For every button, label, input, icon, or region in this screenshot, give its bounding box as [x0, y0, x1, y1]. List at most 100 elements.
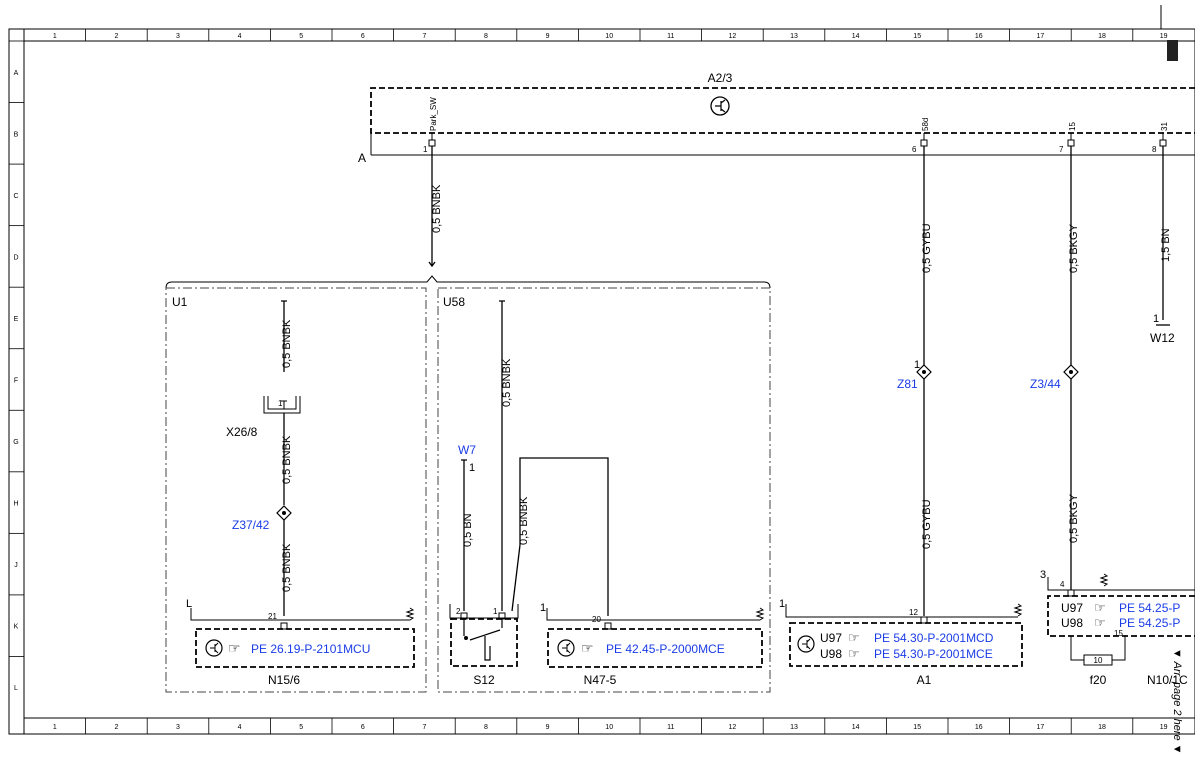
wire-u1-top[interactable] — [281, 300, 287, 372]
grid-columns: 1122334455667788991010111112121313141415… — [23, 29, 1168, 734]
grid-column-label: 3 — [176, 724, 180, 731]
grid-column-label: 13 — [790, 724, 798, 731]
n10-connector — [1047, 577, 1195, 591]
a1-u97-prefix: U97 — [820, 631, 842, 645]
pin-label: 1 — [540, 602, 546, 614]
u1-label[interactable]: U1 — [172, 295, 188, 309]
pin-label: 1 — [493, 607, 498, 616]
break-symbol — [1099, 573, 1109, 587]
grid-column-label: 19 — [1160, 724, 1168, 731]
n10-u98-prefix: U98 — [1061, 616, 1083, 630]
control-unit-icon — [205, 639, 223, 657]
grid-column-label: 4 — [238, 724, 242, 731]
w12-label[interactable]: W12 — [1150, 331, 1175, 345]
grid-row-label: F — [14, 378, 18, 385]
grid-column-label: 9 — [546, 724, 550, 731]
control-unit-icon — [710, 96, 730, 116]
a1-label[interactable]: A1 — [917, 673, 932, 687]
grid-column-label: 15 — [913, 724, 921, 731]
pin-label: 2 — [456, 607, 461, 616]
pin-15[interactable]: 15 7 — [1059, 122, 1077, 154]
page-note: ▼ Arr. page 2 here ▼ — [1171, 648, 1183, 755]
f20-label[interactable]: f20 — [1090, 673, 1107, 687]
pin-58d[interactable]: 58d 6 — [912, 118, 930, 154]
pointing-hand-icon: ☞ — [1094, 600, 1106, 615]
grid-row-label: L — [14, 685, 18, 692]
grid-column-label: 13 — [790, 33, 798, 40]
z37-42-link[interactable]: Z37/42 — [232, 518, 270, 532]
wire-label: 0,5 BNBK — [281, 543, 293, 592]
x26-8-label[interactable]: X26/8 — [226, 425, 258, 439]
wire-label: 0,5 BNBK — [281, 435, 293, 484]
wire-u58-main[interactable] — [499, 300, 505, 611]
x26-8-connector[interactable]: 1 — [263, 396, 301, 414]
n15-6-label[interactable]: N15/6 — [268, 673, 300, 687]
wire-s12-n47[interactable] — [519, 457, 609, 616]
grid-column-label: 15 — [913, 33, 921, 40]
wire-label: 0,5 GYBU — [921, 223, 933, 273]
grid-row-label: C — [13, 193, 18, 200]
pin-label: 21 — [268, 612, 277, 621]
grid-column-label: 19 — [1160, 33, 1168, 40]
wire-label: 0,5 BKGY — [1068, 223, 1080, 273]
connector-a-label: A — [358, 151, 366, 165]
svg-text:15: 15 — [1068, 122, 1077, 131]
wire-s12-diag[interactable] — [511, 544, 521, 612]
grid-column-label: 14 — [852, 33, 860, 40]
a2-3-module-outline — [370, 87, 1195, 134]
a1-u98-link[interactable]: PE 54.30-P-2001MCE — [874, 647, 993, 661]
a1-u97-link[interactable]: PE 54.30-P-2001MCD — [874, 631, 994, 645]
u1-enclosure — [165, 287, 427, 693]
grid-row-label: B — [14, 131, 19, 138]
n47-5-label[interactable]: N47-5 — [584, 673, 617, 687]
switch-icon — [463, 619, 503, 661]
pin-park-sw[interactable]: Park_SW 1 — [423, 97, 438, 154]
u58-label[interactable]: U58 — [443, 295, 465, 309]
grid-row-label: G — [13, 439, 18, 446]
control-unit-icon — [797, 635, 815, 653]
grid-column-label: 18 — [1098, 724, 1106, 731]
pointing-hand-icon: ☞ — [848, 646, 860, 661]
n10-u97-link[interactable]: PE 54.25-P — [1119, 601, 1180, 615]
wire-w7[interactable] — [461, 459, 467, 611]
grid-row-label: J — [14, 562, 18, 569]
grid-column-label: 17 — [1037, 33, 1045, 40]
grid-column-label: 6 — [361, 724, 365, 731]
s12-switch-module[interactable] — [450, 618, 518, 667]
u1-reference-link[interactable]: PE 26.19-P-2101MCU — [251, 642, 370, 656]
pin-31[interactable]: 31 8 — [1152, 122, 1169, 154]
z3-44-link[interactable]: Z3/44 — [1030, 377, 1061, 391]
w7-link[interactable]: W7 — [458, 443, 476, 457]
pin-label: 15 — [1114, 629, 1123, 638]
grid-column-label: 12 — [729, 724, 737, 731]
n10-u98-link[interactable]: PE 54.25-P — [1119, 616, 1180, 630]
s12-label[interactable]: S12 — [473, 673, 495, 687]
pointing-hand-icon: ☞ — [581, 640, 594, 656]
svg-text:7: 7 — [1059, 145, 1064, 154]
n10-u97-prefix: U97 — [1061, 601, 1083, 615]
svg-text:1: 1 — [423, 145, 428, 154]
n10-module[interactable] — [1047, 595, 1195, 637]
f20-fuse[interactable]: 10 — [1070, 636, 1126, 666]
n10-label[interactable]: N10/1C — [1147, 673, 1188, 687]
n15-6-module[interactable] — [195, 628, 415, 668]
grid-column-label: 12 — [729, 33, 737, 40]
grid-column-label: 7 — [422, 724, 426, 731]
grid-column-label: 11 — [667, 33, 674, 40]
a1-module[interactable] — [789, 622, 1023, 667]
wire-label: 0,5 BNBK — [431, 184, 443, 233]
grid-column-label: 7 — [422, 33, 426, 40]
grid-column-label: 18 — [1098, 33, 1106, 40]
a2-3-label[interactable]: A2/3 — [708, 71, 733, 85]
z81-link[interactable]: Z81 — [897, 377, 918, 391]
svg-text:31: 31 — [1160, 122, 1169, 131]
break-symbol — [755, 607, 765, 621]
wire-label: 1,5 BN — [1160, 228, 1172, 262]
grid-column-label: 11 — [667, 724, 674, 731]
wire-label: 0,5 GYBU — [921, 499, 933, 549]
grid-column-label: 16 — [975, 724, 983, 731]
grid-column-label: 9 — [546, 33, 550, 40]
n47-5-reference-link[interactable]: PE 42.45-P-2000MCE — [606, 642, 725, 656]
svg-text:58d: 58d — [921, 118, 930, 131]
